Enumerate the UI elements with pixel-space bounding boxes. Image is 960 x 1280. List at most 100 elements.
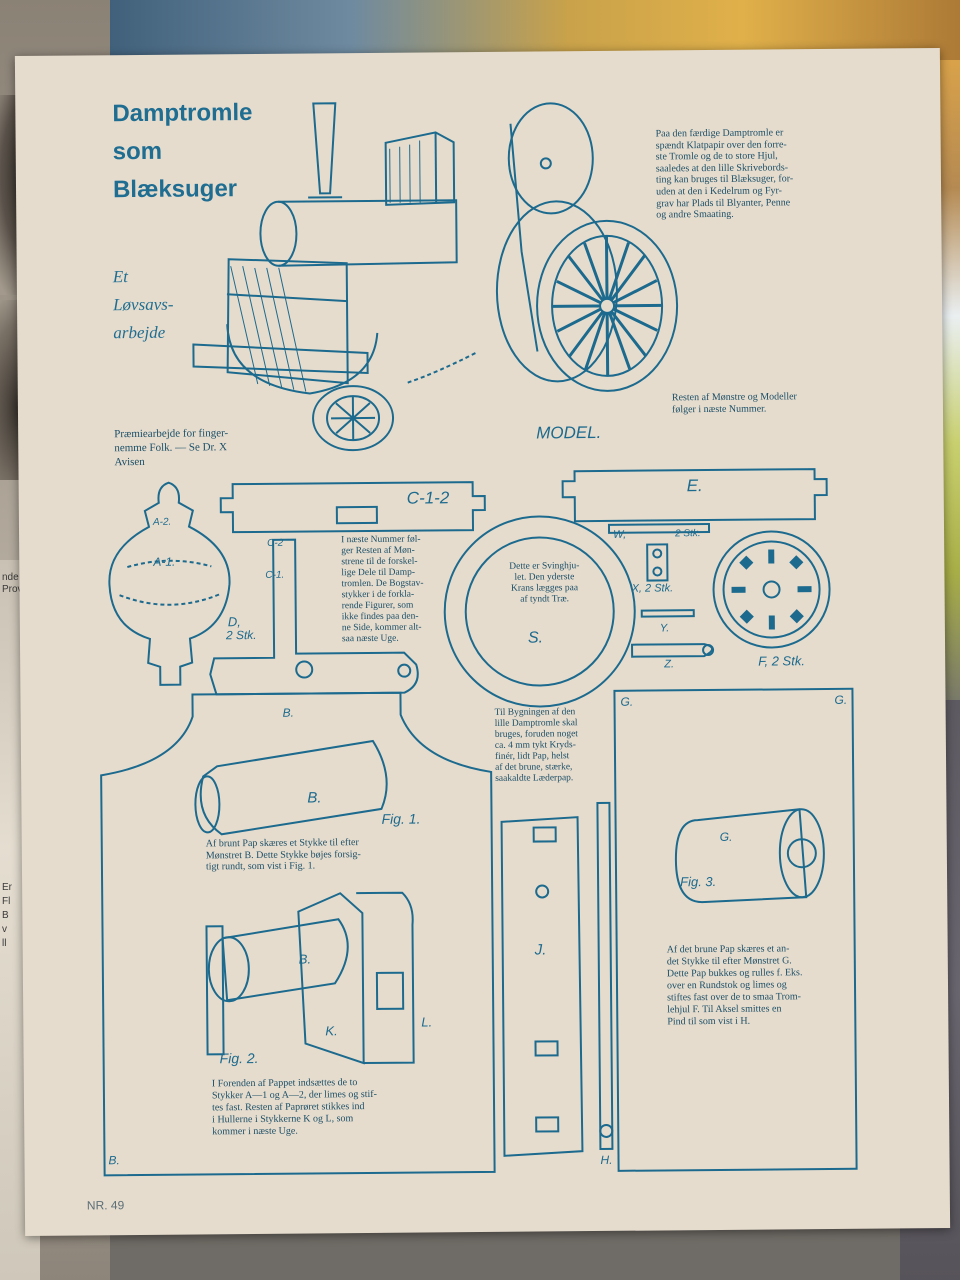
text-line: Mønstret B. Dette Stykke bøjes forsig- [205,848,361,861]
text-line: Dette er Svinghju- [509,561,580,572]
text-line: Til Bygningen af den [494,707,576,718]
label-c12: C-1-2 [406,488,450,508]
rest-note: I næste Nummer føl- ger Resten af Møn- s… [341,535,424,646]
page-number: NR. 49 [86,1198,125,1213]
label-f: F, 2 Stk. [758,653,805,669]
text-line: Af brunt Pap skæres et Stykke til efter [205,837,359,850]
text-line: nemme Folk. — Se Dr. X [114,441,228,455]
label-e: E. [686,476,703,496]
pattern-drawing [100,102,858,1177]
text-line: ikke findes paa den- [341,611,419,623]
label-w-2stk: 2 Stk. [675,528,701,540]
fig3-roller [674,808,825,904]
text-line: let. Den yderste [514,572,575,583]
part-f-wheel [712,530,831,649]
label-a1: A-1. [153,554,176,569]
part-d [209,538,419,696]
part-g-outline [613,687,858,1172]
label-g-corner: G. [620,694,634,709]
label-fig3: Fig. 3. [680,873,717,890]
parts-wxyz [607,523,715,658]
label-b: B. [307,789,322,807]
wheel-f-slots [731,549,812,630]
text-line: følger i næste Nummer. [671,403,767,415]
fig2-assembly [205,891,415,1065]
label-s: S. [527,629,544,647]
text-line: Præmiearbejde for finger- [114,427,229,441]
text-line: stiftes fast over de to smaa Trom- [667,991,802,1004]
label-a2: A-2. [152,516,172,528]
prize-note: Præmiearbejde for finger- nemme Folk. — … [114,426,228,469]
label-fig1: Fig. 1. [381,810,421,827]
text-line: af det brune, stærke, [495,762,573,773]
label-h: H. [600,1152,613,1167]
label-g-fig3: G. [719,829,733,844]
label-c2: C-2 [267,537,284,549]
left-fragment: v [2,924,7,935]
text-line: og andre Smaating. [656,208,734,221]
text-line: Paa den færdige Damptromle er [655,127,784,140]
text-line: Pind til som vist i H. [667,1015,751,1028]
text-line: Avisen [114,455,145,469]
label-z: Z. [664,658,675,671]
left-fragment: Prov [2,584,23,595]
left-fragment: Fl [2,896,11,907]
label-x: X, 2 Stk. [631,582,674,595]
part-j [500,816,584,1157]
fig2-note: I Forenden af Pappet indsættes de to Sty… [212,1077,378,1138]
text-line: grav har Plads til Blyanter, Penne [656,196,791,210]
left-fragment: nde [2,572,19,583]
illustration-hatching [230,140,421,392]
fig1-note: Af brunt Pap skæres et Stykke til efter … [206,837,361,873]
text-line: kommer i næste Uge. [212,1125,298,1138]
part-s-flywheel [443,515,636,708]
text-line: ca. 4 mm tykt Kryds- [494,740,576,751]
text-line: Resten af Mønstre og Modeller [671,391,797,404]
text-line: Krans lægges paa [510,583,579,594]
text-line: saakaldte Læderpap. [495,773,574,784]
text-line: tromlen. De Bogstav- [341,578,424,590]
text-line: i Hullerne i Stykkerne K og L, som [212,1113,354,1126]
text-line: af tyndt Træ. [520,594,570,605]
label-d2stk: 2 Stk. [225,627,257,643]
part-a1 [108,481,231,686]
label-b-bottom: B. [108,1153,120,1168]
label-g-corner-right: G. [834,692,848,707]
fig3-note: Af det brune Pap skæres et an- det Stykk… [667,943,803,1028]
text-line: I næste Nummer føl- [341,534,421,546]
label-fig2: Fig. 2. [219,1049,259,1067]
label-k: K. [325,1023,338,1039]
text-line: ne Side, kommer alt- [341,622,422,634]
fig1-tube [194,739,388,836]
label-y: Y. [659,622,670,635]
left-fragment: B [2,910,9,921]
text-line: lige Dele til Damp- [341,567,416,579]
flywheel-note: Dette er Svinghju- let. Den yderste Kran… [499,561,589,606]
label-c1: C-1. [265,569,285,581]
model-label: MODEL. [536,422,602,443]
label-d2: D, [227,614,241,630]
label-l: L. [421,1014,433,1030]
text-line: finér, lidt Pap, helst [494,751,570,762]
text-line: tigt rundt, som vist i Fig. 1. [205,860,316,873]
part-e [561,468,828,523]
label-j: J. [534,941,547,959]
text-line: lille Damptromle skal [494,718,578,729]
label-b-top: B. [282,705,295,720]
next-issue-note: Resten af Mønstre og Modeller følger i n… [672,391,797,415]
text-line: bruges, foruden noget [494,729,578,740]
text-line: stykker i de forkla- [341,589,415,601]
label-w: W, [613,528,627,541]
part-c12 [219,481,486,534]
text-line: spændt Klatpapir over den forre- [655,138,787,152]
left-fragment: Er [2,882,12,893]
text-line: rende Figurer, som [341,600,414,612]
text-line: saa næste Uge. [341,633,399,645]
intro-text: Paa den færdige Damptromle er spændt Kla… [656,127,807,221]
left-fragment: ll [2,938,7,949]
pattern-sheet: Damptromle som Blæksuger Et Løvsavs- arb… [14,47,951,1237]
part-h-rod [596,801,614,1150]
part-b-outline [100,691,496,1177]
steam-roller-illustration [192,102,679,452]
building-note: Til Bygningen af den lille Damptromle sk… [495,707,579,785]
